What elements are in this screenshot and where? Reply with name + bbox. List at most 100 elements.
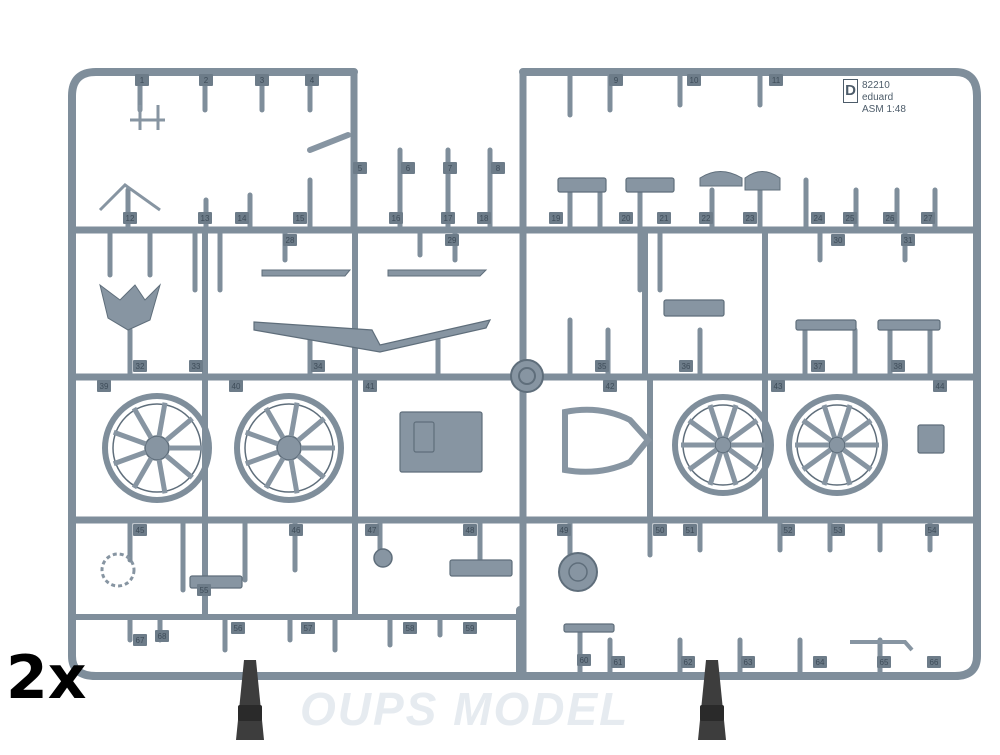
tag-plate — [133, 524, 147, 536]
part-number: 23 — [746, 214, 755, 223]
part — [663, 299, 725, 317]
part-number-tag: 1 — [135, 74, 149, 86]
wheel-spoke — [244, 449, 279, 467]
part-number: 37 — [814, 362, 823, 371]
part-number-tag: 8 — [491, 162, 505, 174]
part-number-tag: 5 — [353, 162, 367, 174]
part-number-tag: 46 — [289, 524, 303, 536]
tag-plate — [441, 212, 455, 224]
part-number-tag: 57 — [301, 622, 315, 634]
tag-plate — [679, 360, 693, 372]
part-number: 63 — [744, 658, 753, 667]
tag-plate — [353, 162, 367, 174]
tag-plate — [657, 212, 671, 224]
part-number-tag: 45 — [133, 524, 147, 536]
part-number-tag: 16 — [389, 212, 403, 224]
stand-clip-base — [700, 705, 724, 721]
part-number: 40 — [232, 382, 241, 391]
tag-plate — [811, 360, 825, 372]
part-number: 36 — [682, 362, 691, 371]
part-number: 1 — [140, 76, 145, 85]
part-number-tag: 33 — [189, 360, 203, 372]
tag-plate — [877, 656, 891, 668]
sprue-letter-label: D — [843, 79, 858, 103]
part-number: 21 — [660, 214, 669, 223]
part-number-tag: 54 — [925, 524, 939, 536]
windscreen-part — [699, 171, 743, 187]
part-number-tag: 9 — [609, 74, 623, 86]
part-number-tag: 52 — [781, 524, 795, 536]
tag-plate — [611, 656, 625, 668]
wheel-spoke — [244, 429, 279, 447]
part-number-tag: 27 — [921, 212, 935, 224]
part-number-tag: 4 — [305, 74, 319, 86]
wheel-spoke — [131, 457, 154, 490]
part-number: 28 — [286, 236, 295, 245]
part-number-tag: 61 — [611, 656, 625, 668]
tag-plate — [463, 524, 477, 536]
tag-plate — [289, 524, 303, 536]
part-number: 29 — [448, 236, 457, 245]
tag-plate — [197, 584, 211, 596]
display-stand — [236, 660, 726, 740]
tag-plate — [927, 656, 941, 668]
part-number: 38 — [894, 362, 903, 371]
tag-plate — [463, 622, 477, 634]
part-number-tag: 29 — [445, 234, 459, 246]
part-number-tag: 53 — [831, 524, 845, 536]
upper-wing-part — [253, 319, 492, 353]
wheel-spoke — [687, 418, 718, 443]
part-number-tag: 34 — [311, 360, 325, 372]
wheel-spoke — [707, 404, 723, 439]
tag-plate — [595, 360, 609, 372]
part-number: 43 — [774, 382, 783, 391]
part-number: 54 — [928, 526, 937, 535]
tag-plate — [843, 212, 857, 224]
tag-plate — [811, 212, 825, 224]
wheel-spoke — [707, 451, 723, 486]
part — [563, 623, 615, 633]
wheel-spoke — [131, 406, 154, 439]
part-number-tag: 3 — [255, 74, 269, 86]
tag-plate — [311, 360, 325, 372]
part-number-tag: 68 — [155, 630, 169, 642]
part-number: 39 — [100, 382, 109, 391]
wheel-spoke — [263, 406, 286, 439]
part-number-tag: 13 — [198, 212, 212, 224]
part-number: 30 — [834, 236, 843, 245]
tag-plate — [925, 524, 939, 536]
part-number-tag: 44 — [933, 380, 947, 392]
wheel-hub — [828, 436, 846, 454]
part-number-tag: 60 — [577, 654, 591, 666]
part-number-tag: 49 — [557, 524, 571, 536]
part-number-tag: 12 — [123, 212, 137, 224]
part-number-tag: 2 — [199, 74, 213, 86]
part-number: 67 — [136, 636, 145, 645]
wheel-spoke — [801, 418, 832, 443]
tag-plate — [681, 656, 695, 668]
tag-plate — [133, 634, 147, 646]
tag-plate — [831, 234, 845, 246]
part-number-tag: 47 — [365, 524, 379, 536]
wheel-spoke — [723, 404, 739, 439]
tag-plate — [741, 656, 755, 668]
part-number-tag: 35 — [595, 360, 609, 372]
tag-plate — [831, 524, 845, 536]
tag-plate — [687, 74, 701, 86]
part-number: 62 — [684, 658, 693, 667]
exhaust-part — [307, 132, 351, 153]
tag-plate — [135, 74, 149, 86]
part-number: 27 — [924, 214, 933, 223]
wheel-spoke — [821, 404, 837, 439]
part-number: 7 — [448, 164, 453, 173]
part-number: 51 — [686, 526, 695, 535]
tag-plate — [771, 380, 785, 392]
wheel-spoke — [723, 451, 739, 486]
part-number: 58 — [406, 624, 415, 633]
part-number: 8 — [496, 164, 501, 173]
tire-part — [558, 552, 598, 592]
part-number: 64 — [816, 658, 825, 667]
wheel-spoke — [164, 453, 194, 480]
